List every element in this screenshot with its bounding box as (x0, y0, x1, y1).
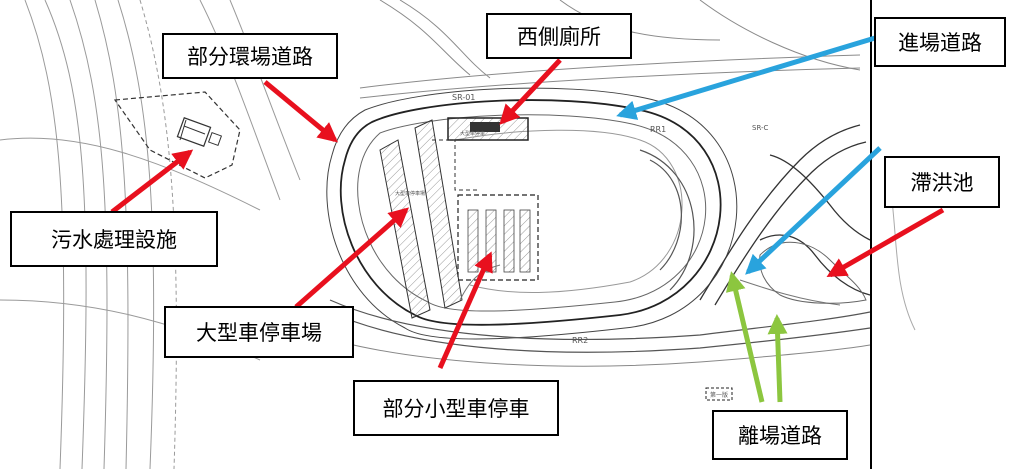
arrow-bus-parking (294, 207, 410, 309)
label-ring-road: 部分環場道路 (162, 33, 338, 79)
label-bus-parking: 大型車停車場 (164, 306, 354, 358)
label-west-toilet: 西側廁所 (486, 13, 632, 59)
label-car-parking: 部分小型車停車 (353, 380, 559, 436)
svg-text:大型車停車: 大型車停車 (460, 130, 485, 137)
arrow-ring-road (263, 80, 339, 143)
arrow-exit-road-left (725, 271, 765, 403)
ring-road (326, 87, 738, 340)
label-exit-road: 離場道路 (712, 410, 848, 460)
figure-number: 第一版 (710, 391, 728, 399)
rr2-road (299, 299, 871, 367)
arrow-detention-pond (826, 207, 945, 278)
interchange-roads (699, 124, 871, 306)
road-label-rr2: RR2 (572, 336, 588, 345)
arrow-exit-road-right (767, 314, 788, 403)
arrow-sewage (110, 149, 194, 214)
road-label-rr1: RR1 (650, 125, 666, 134)
green-arrows (725, 271, 788, 403)
blue-arrows (616, 35, 882, 275)
arrow-west-toilet (499, 58, 562, 125)
road-label-src: SR-C (752, 124, 769, 132)
arrow-entry-road-bottom (745, 146, 882, 275)
label-sewage-facility: 污水處理設施 (10, 211, 218, 267)
arrow-car-parking (437, 251, 493, 370)
road-annotations: SR-01 RR1 RR2 SR-C (452, 93, 769, 345)
arrow-entry-road-top (616, 35, 876, 120)
label-entry-road: 進場道路 (874, 17, 1006, 67)
red-arrows (110, 58, 945, 370)
sewage-facility-plan (113, 91, 241, 179)
label-detention-pond: 滯洪池 (884, 156, 1000, 208)
bus-parking-plan: 大型車停車場 大型車停車 (379, 119, 485, 319)
car-parking-plan (457, 194, 539, 301)
road-label-sr01: SR-01 (452, 93, 475, 102)
svg-text:大型車停車場: 大型車停車場 (395, 190, 425, 197)
detention-pond-outline (759, 241, 867, 304)
highway-lines (0, 0, 301, 469)
figure-number-tag: 第一版 (705, 387, 733, 401)
